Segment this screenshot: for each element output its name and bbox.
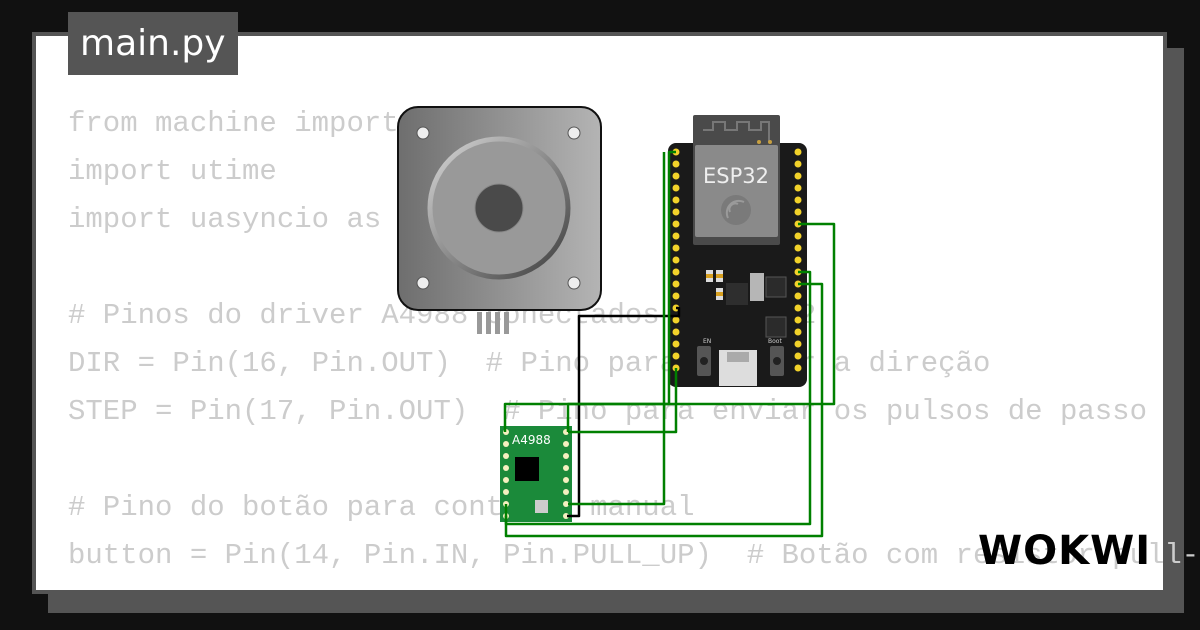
code-line: import uasyncio as asyncio [68, 203, 521, 236]
wire-gnd-black [567, 306, 681, 518]
wokwi-logo: WOKWI [978, 528, 1152, 574]
code-line: DIR = Pin(16, Pin.OUT) # Pino para defin… [68, 347, 991, 380]
esp32-label: ESP32 [703, 164, 769, 188]
wire-dir-16 [504, 282, 824, 538]
code-line [68, 244, 1200, 292]
code-line [68, 436, 1200, 484]
code-line: button = Pin(14, Pin.IN, Pin.PULL_UP) # … [68, 539, 1200, 572]
code-line: from machine import Pin [68, 107, 469, 140]
stepper-motor[interactable] [397, 106, 602, 334]
a4988-driver[interactable]: A4988 [500, 426, 572, 522]
wires [503, 150, 836, 538]
file-title: main.py [68, 12, 238, 75]
wire-5v [568, 368, 678, 434]
mcu-chip [726, 283, 748, 305]
boot-label: Boot [768, 338, 782, 345]
wire-vmot [568, 152, 666, 506]
code-block: from machine import Pin import utime impor… [68, 100, 1200, 580]
esp32-board[interactable]: ESP32 EN Boot [668, 115, 807, 387]
driver-label: A4988 [512, 433, 551, 447]
en-label: EN [703, 338, 711, 345]
code-line: STEP = Pin(17, Pin.OUT) # Pino para envi… [68, 395, 1147, 428]
wire-gnd-right [566, 222, 836, 432]
code-line: import utime [68, 155, 277, 188]
